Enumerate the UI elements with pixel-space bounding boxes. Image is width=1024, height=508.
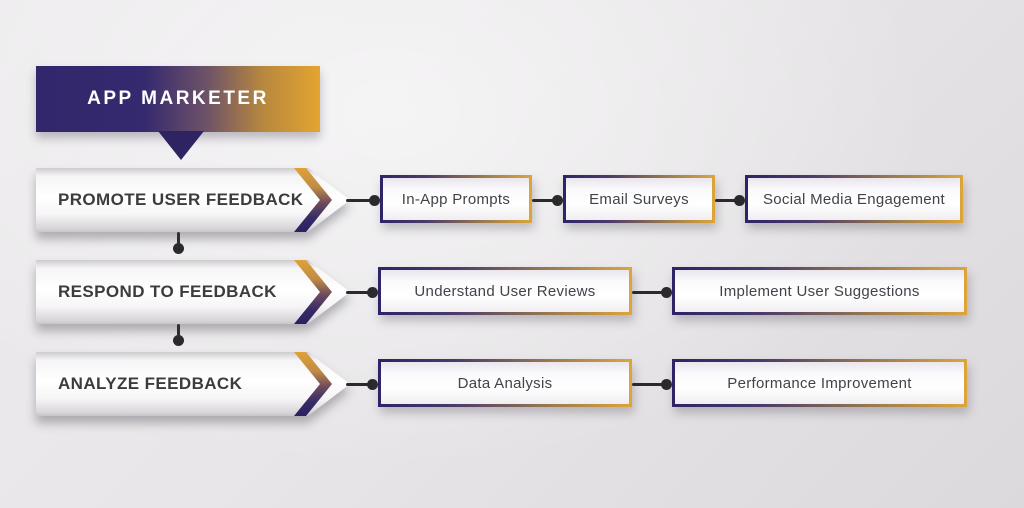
connector-line — [176, 232, 180, 244]
stage-label: PROMOTE USER FEEDBACK — [58, 190, 304, 209]
connector-dot — [367, 378, 378, 390]
connector-line — [346, 198, 372, 202]
stage-label: ANALYZE FEEDBACK — [58, 374, 243, 393]
connector-dot — [661, 378, 672, 390]
connector-dot — [367, 286, 378, 298]
stage-banner-respond-to-feedback: RESPOND TO FEEDBACK — [36, 260, 350, 324]
node-in-app-prompts: In-App Prompts — [380, 175, 532, 223]
connector-dot — [734, 194, 745, 206]
connector-line — [632, 290, 662, 294]
node-performance-improvement: Performance Improvement — [672, 359, 967, 407]
header-banner: APP MARKETER — [36, 66, 320, 132]
page-title: APP MARKETER — [87, 88, 269, 109]
connector-line — [176, 324, 180, 336]
node-implement-user-suggestions: Implement User Suggestions — [672, 267, 967, 315]
connector-line — [632, 382, 662, 386]
stage-label: RESPOND TO FEEDBACK — [58, 282, 277, 301]
node-social-media-engagement: Social Media Engagement — [745, 175, 963, 223]
node-understand-user-reviews: Understand User Reviews — [378, 267, 632, 315]
connector-line — [346, 382, 371, 386]
connector-dot — [172, 242, 184, 254]
connector-dot — [552, 194, 563, 206]
stage-banner-promote-user-feedback: PROMOTE USER FEEDBACK — [36, 168, 350, 232]
connector-line — [715, 198, 739, 202]
node-email-surveys: Email Surveys — [563, 175, 715, 223]
connector-dot — [369, 194, 380, 206]
connector-line — [346, 290, 371, 294]
node-data-analysis: Data Analysis — [378, 359, 632, 407]
connector-dot — [661, 286, 672, 298]
connector-line — [532, 198, 556, 202]
arrow-down-pointer-icon — [158, 131, 204, 160]
connector-dot — [172, 334, 184, 346]
stage-banner-analyze-feedback: ANALYZE FEEDBACK — [36, 352, 350, 416]
